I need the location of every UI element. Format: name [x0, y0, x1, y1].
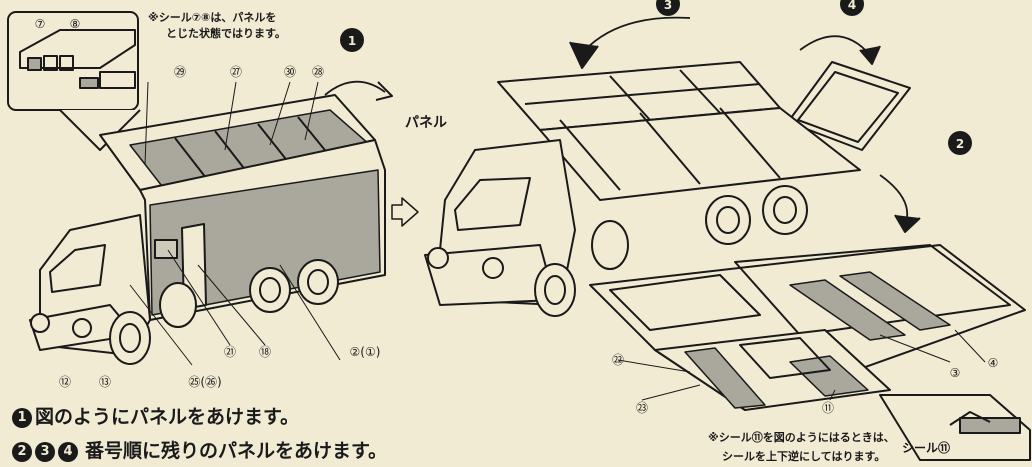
step-marker-4-text: 4	[848, 0, 856, 12]
callout-7: ⑦	[35, 17, 46, 31]
callout-22: ㉒	[612, 353, 624, 367]
callout-25-26: ㉕(㉖)	[188, 375, 221, 389]
callout-21: ㉑	[224, 345, 236, 359]
bullet-3: 3	[35, 442, 55, 462]
callout-12: ⑫	[59, 375, 71, 389]
step-marker-2-text: 2	[956, 137, 964, 151]
callout-29: ㉙	[174, 65, 186, 79]
truck-open	[424, 61, 1026, 411]
callout-8: ⑧	[70, 17, 81, 31]
callout-3: ③	[950, 366, 961, 380]
callout-18: ⑱	[259, 345, 271, 359]
bullet-2: 2	[12, 442, 32, 462]
bullet-1: 1	[12, 408, 32, 428]
inset-detail	[7, 11, 141, 151]
step-marker-1	[340, 28, 364, 52]
step-marker-1-text: 1	[348, 34, 356, 48]
instruction-2-text: 番号順に残りのパネルをあけます。	[85, 440, 388, 462]
callout-30: ㉚	[284, 65, 296, 79]
callout-11: ⑪	[822, 401, 834, 415]
inset-note-line2: とじた状態ではります。	[166, 27, 286, 40]
panel-label: パネル	[405, 115, 447, 131]
callout-2-1: ②(①)	[350, 345, 381, 359]
seal-label: シール⑪	[902, 441, 951, 455]
step-marker-3-text: 3	[664, 0, 672, 12]
callout-4: ④	[988, 356, 999, 370]
instruction-1-text: 図のようにパネルをあけます。	[35, 406, 300, 428]
inset-note-line1: ※シール⑦⑧は、パネルを	[148, 11, 277, 24]
callout-13: ⑬	[99, 375, 111, 389]
step-marker-4	[840, 0, 864, 16]
step-marker-2	[948, 131, 972, 155]
callout-23: ㉓	[636, 401, 648, 415]
callout-27: ㉗	[230, 65, 242, 79]
seal-note-line1: ※シール⑪を図のようにはるときは、	[708, 431, 895, 444]
bullet-4: 4	[58, 442, 78, 462]
seal-note-line2: シールを上下逆にしてはります。	[722, 450, 886, 463]
step-marker-3	[656, 0, 680, 16]
truck-closed	[29, 94, 386, 365]
callout-28: ㉘	[312, 65, 324, 79]
seal-inset	[879, 394, 1031, 461]
